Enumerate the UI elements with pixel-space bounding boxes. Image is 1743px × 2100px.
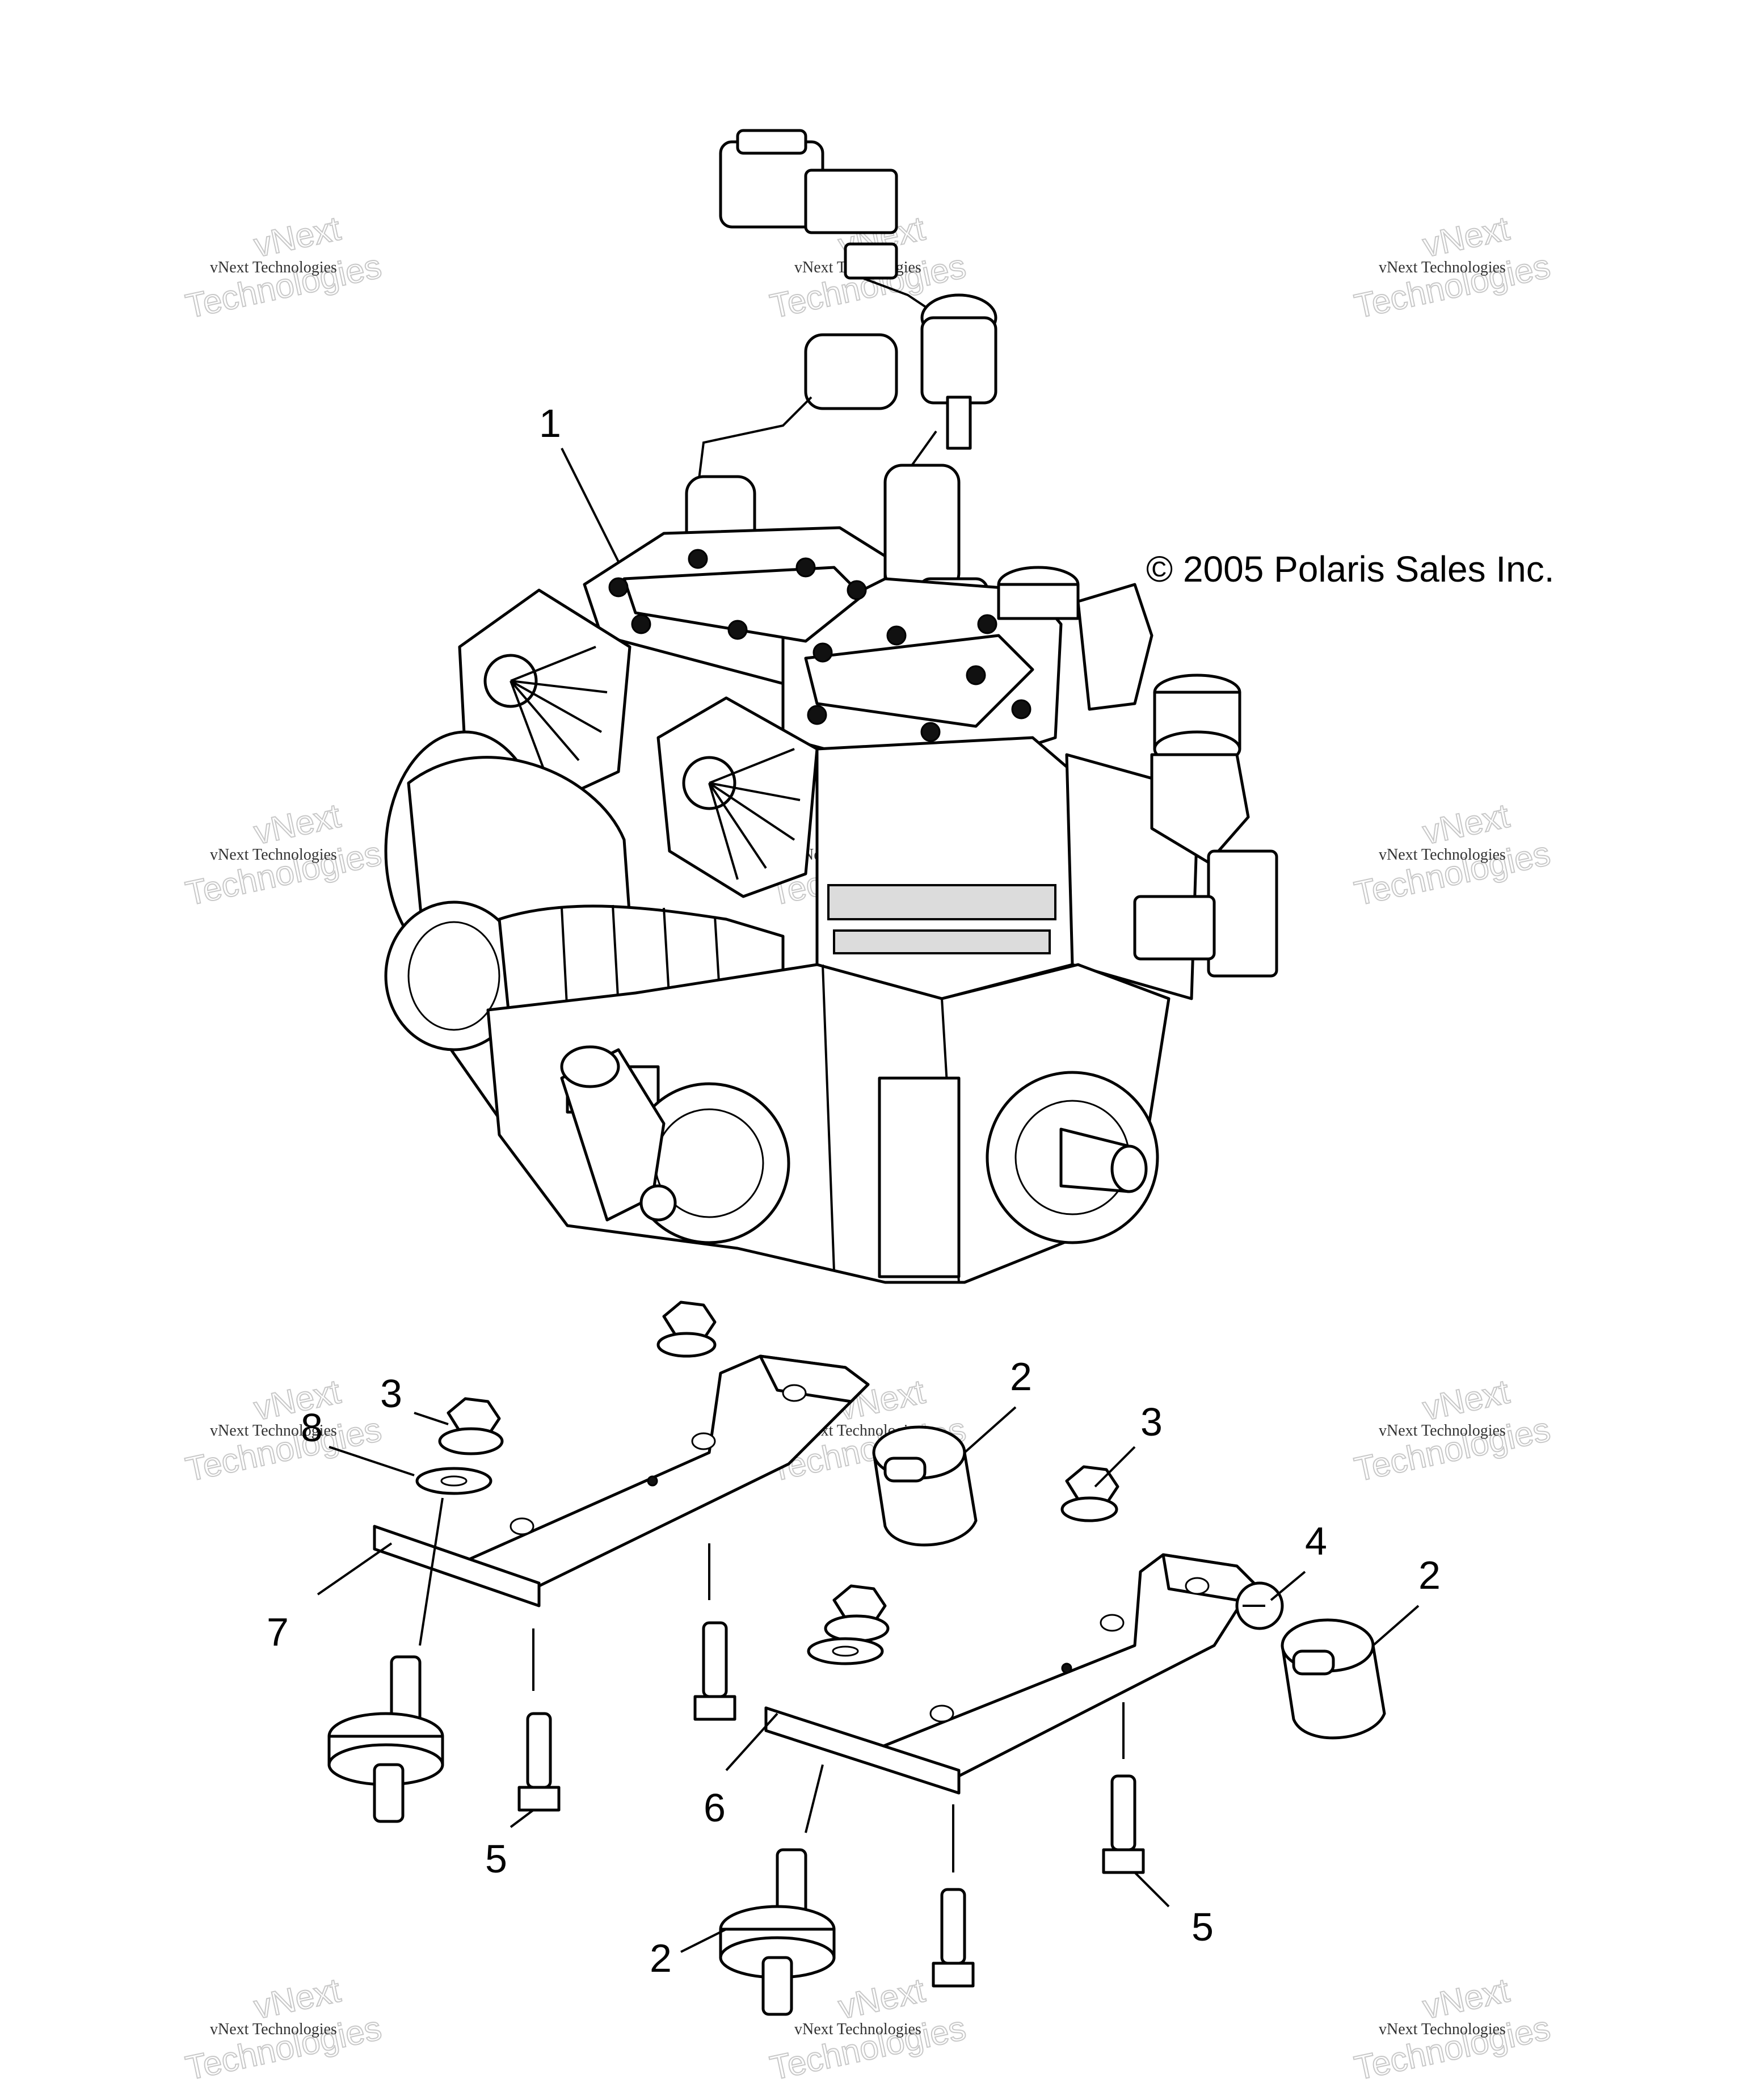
pto-housing [986,1071,1159,1244]
watermark: vNext Technologies vNext Technologies [1350,796,1554,914]
callout-5: 5 [485,1837,507,1881]
mount-bolt [693,1621,736,1721]
engine-assembly [384,129,1278,1284]
watermark: vNext Technologies vNext Technologies [1350,1372,1554,1489]
watermark-big-1: vNext [1420,1373,1513,1428]
flange-nut [656,1301,717,1358]
watermark: vNext Technologies vNext Technologies [1350,1971,1554,2088]
rubber-mount [327,1655,444,1823]
watermark-small: vNext Technologies [794,2021,921,2038]
callout-7: 7 [267,1610,289,1654]
callout-8: 8 [301,1405,323,1450]
right-mount-bracket [764,1553,1256,1795]
cylinder-heads [583,526,1063,779]
watermark-small: vNext Technologies [1379,1422,1506,1440]
watermark: vNext Technologies vNext Technologies [182,796,385,914]
callout-5: 5 [1192,1905,1214,1949]
callout-6: 6 [704,1786,726,1830]
callout-4: 4 [1305,1519,1327,1563]
mount-bolt [932,1888,975,1988]
watermark-big-1: vNext [835,1971,928,2026]
rubber-mount [872,1425,978,1547]
watermark-big-1: vNext [1420,797,1513,852]
washer [807,1637,884,1665]
watermark-small: vNext Technologies [210,2021,337,2038]
callout-2: 2 [1418,1553,1441,1597]
flange-nut [824,1584,890,1643]
copyright-notice: © 2005 Polaris Sales Inc. [1146,549,1555,590]
watermark: vNext Technologies vNext Technologies [1350,209,1554,326]
left-mount-bracket [373,1354,870,1607]
callout-1: 1 [539,401,561,445]
callout-labels: 1 2 2 2 3 3 4 5 5 6 7 8 [267,401,1441,1980]
watermark-big-1: vNext [1420,209,1513,264]
watermark-big-1: vNext [251,1971,344,2026]
watermark-big-1: vNext [251,209,344,264]
washer [415,1467,492,1495]
watermark: vNext Technologies vNext Technologies [766,1971,970,2088]
callout-3: 3 [380,1371,402,1416]
carburetors [997,566,1278,978]
watermark-small: vNext Technologies [210,259,337,276]
callout-leaders [317,448,1420,1953]
callout-2: 2 [650,1936,672,1980]
mount-bolt [1102,1774,1145,1874]
watermark-small: vNext Technologies [1379,846,1506,864]
watermark-big-1: vNext [251,1373,344,1428]
rubber-mount [1281,1618,1386,1740]
watermark-big-1: vNext [1420,1971,1513,2026]
assembly-lines [419,1497,1125,1872]
ignition-coil [719,129,997,450]
callout-3: 3 [1140,1400,1163,1444]
watermark-small: vNext Technologies [1379,259,1506,276]
watermark: vNext Technologies vNext Technologies [182,1971,385,2088]
watermark: vNext Technologies vNext Technologies [182,209,385,326]
water-pump [560,1045,790,1244]
callout-2: 2 [1010,1354,1032,1399]
flange-nut [1060,1465,1119,1522]
watermark-small: vNext Technologies [1379,2021,1506,2038]
watermark-big-1: vNext [251,797,344,852]
reed-valve-right [656,696,819,898]
watermark-small: vNext Technologies [210,846,337,864]
rubber-mount [719,1848,836,2016]
spacer [1235,1581,1284,1630]
flange-nut [438,1397,504,1455]
mount-bolt [517,1712,561,1812]
watermark: vNext Technologies vNext Technologies [182,1372,385,1489]
watermark-small: vNext Technologies [210,1422,337,1440]
